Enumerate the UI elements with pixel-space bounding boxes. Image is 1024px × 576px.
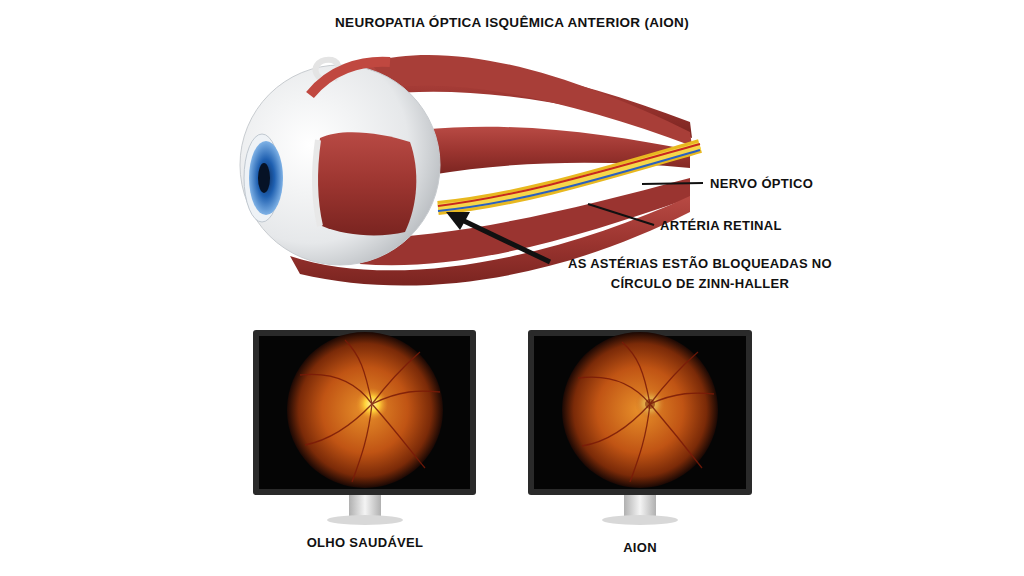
monitor-healthy: [253, 330, 476, 525]
monitor-aion: [528, 330, 752, 525]
optic-nerve: [438, 144, 700, 211]
monitor-caption: OLHO SAUDÁVEL: [255, 533, 475, 553]
eyeball: [240, 60, 440, 265]
diagram-title: NEUROPATIA ÓPTICA ISQUÊMICA ANTERIOR (AI…: [252, 13, 772, 33]
monitor-caption: AION: [530, 538, 750, 558]
part-label: ARTÉRIA RETINAL: [660, 216, 860, 236]
part-label: NERVO ÓPTICO: [710, 174, 910, 194]
callout-note: AS ASTÉRIAS ESTÃO BLOQUEADAS NO CÍRCULO …: [566, 254, 834, 294]
